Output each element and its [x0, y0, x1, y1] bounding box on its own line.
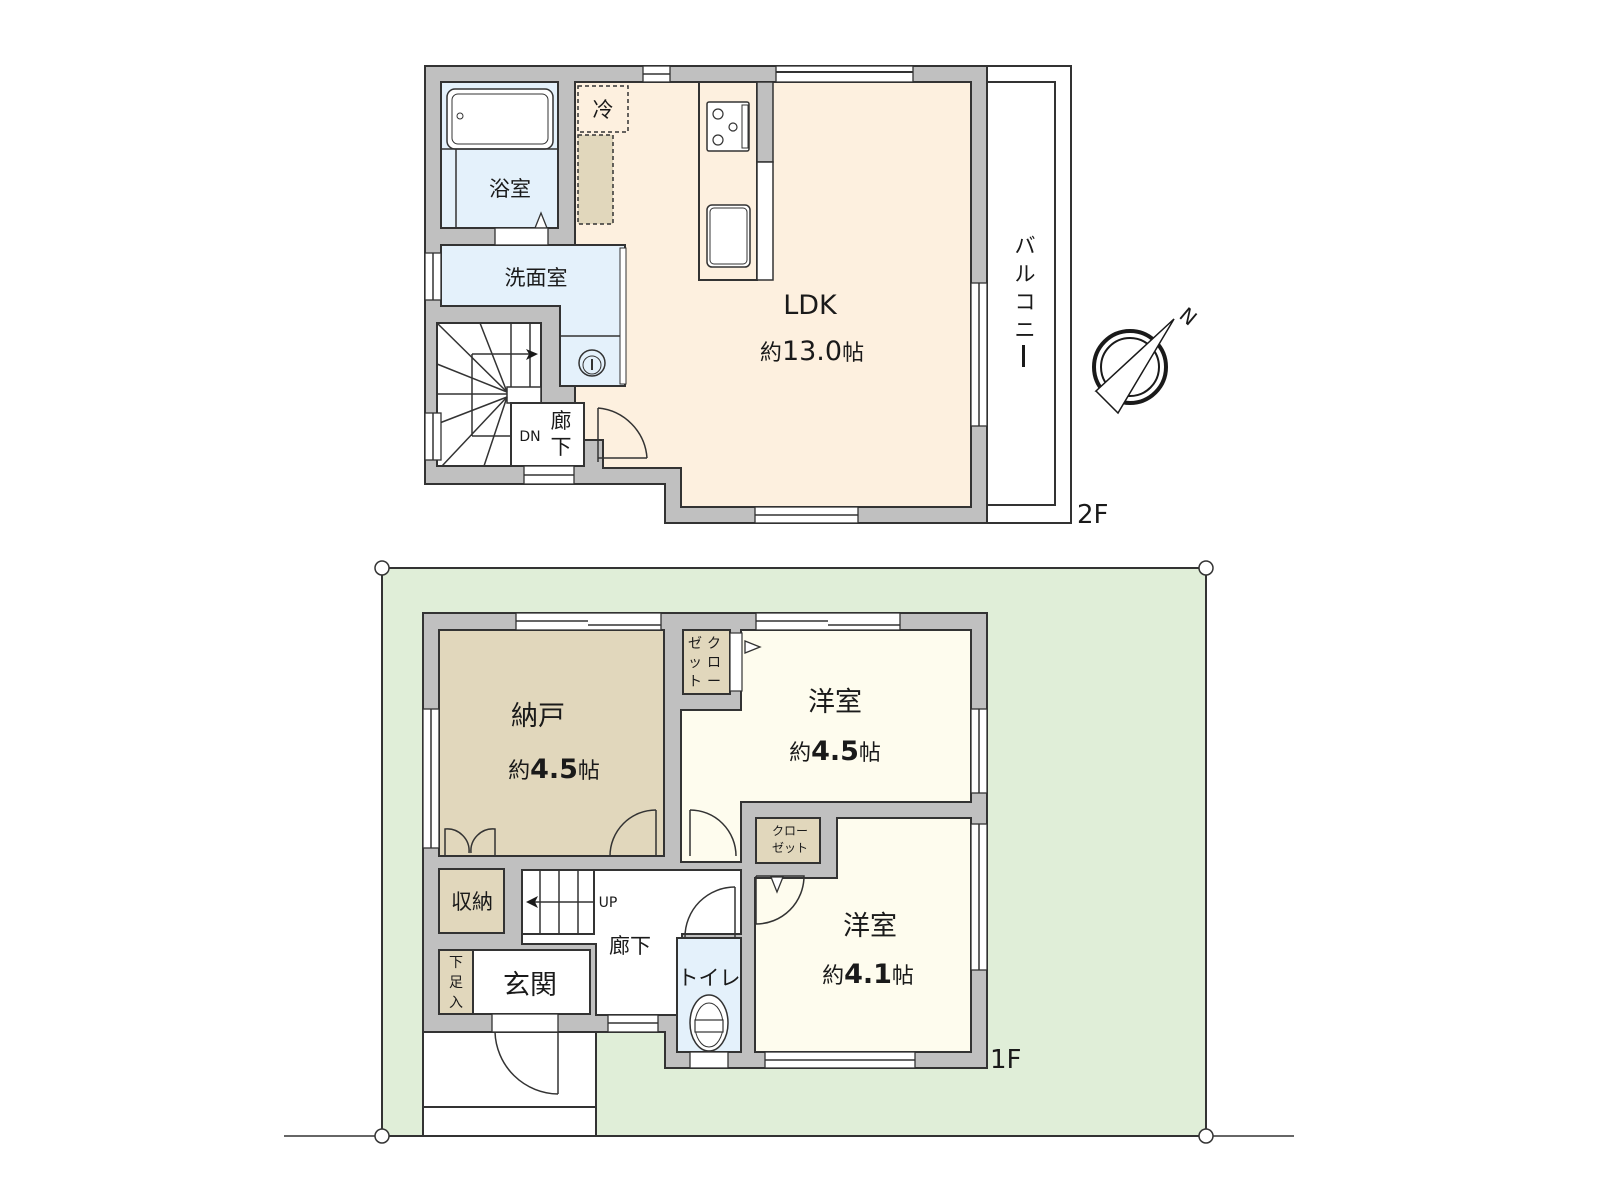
- door-marker-icon: [744, 640, 762, 654]
- sink-icon: [706, 204, 751, 268]
- floor-2f-label: 2F: [1077, 500, 1109, 530]
- front-door[interactable]: [491, 1013, 559, 1095]
- boundary-marker: [374, 560, 390, 576]
- western-room-1-area: 約4.5帖: [789, 736, 881, 767]
- hallway-2f: [510, 402, 585, 467]
- toilet-icon: [689, 994, 729, 1052]
- storeroom-label: 納戸: [511, 701, 565, 732]
- stairs-dn-label: DN: [519, 429, 540, 445]
- storage-room: [438, 868, 505, 934]
- balcony-label-1: バ: [1015, 234, 1036, 258]
- closet-1-label: ッ: [688, 655, 702, 671]
- western-room-2-area: 約4.1帖: [822, 959, 914, 990]
- compass-north-label: N: [1175, 302, 1202, 330]
- cupboard-space: [577, 134, 614, 225]
- stairs-1f[interactable]: [521, 869, 595, 935]
- floor-1f-label: 1F: [990, 1045, 1022, 1075]
- floor-1f: 納戸 約4.5帖 ゼ ッ ト ク ロ ー 洋室 約4.5帖 クロー ゼット 洋室…: [284, 560, 1294, 1144]
- washroom-room: [440, 244, 626, 387]
- bathroom-label: 浴室: [489, 177, 531, 201]
- kitchen-counter: [698, 81, 774, 281]
- balcony-label-3: コ: [1015, 290, 1036, 314]
- area-prefix: 約: [760, 341, 782, 366]
- balcony-label-5: [1022, 345, 1025, 367]
- balcony-label-4: ニ: [1015, 318, 1036, 342]
- ldk-area: 約13.0帖: [760, 336, 864, 367]
- western-room-2-label: 洋室: [843, 911, 897, 942]
- compass-icon: N: [1092, 302, 1202, 415]
- shoe-box-label: 足: [449, 975, 463, 991]
- closet-1-label: ロ: [707, 655, 721, 671]
- storeroom-room: [438, 629, 665, 857]
- western-room-2: [754, 817, 972, 1053]
- shoe-box-label: 下: [449, 955, 463, 971]
- toilet-door[interactable]: [684, 886, 736, 938]
- storage-door[interactable]: [444, 828, 496, 856]
- ldk-door[interactable]: [597, 407, 648, 462]
- arrow-right-icon: [526, 349, 538, 360]
- door-marker-icon: [770, 876, 784, 894]
- area-value: 13.0: [782, 336, 842, 367]
- porch: [422, 1027, 597, 1137]
- boundary-marker: [1198, 560, 1214, 576]
- storeroom-door[interactable]: [609, 809, 657, 857]
- washroom-door[interactable]: [494, 227, 549, 246]
- boundary-marker: [1198, 1128, 1214, 1144]
- fridge-space: [577, 85, 629, 133]
- balcony: バ ル コ ニ: [986, 65, 1072, 524]
- western-room-2-door[interactable]: [755, 875, 805, 925]
- closet-1-label: ク: [707, 636, 721, 652]
- toilet-label: トイレ: [678, 966, 741, 990]
- storeroom-area: 約4.5帖: [508, 754, 600, 785]
- stove-icon: [706, 101, 750, 152]
- hallway-2f-label-top: 廊: [551, 409, 572, 433]
- fridge-label: 冷: [593, 98, 614, 122]
- closet-1-label: ー: [707, 674, 721, 690]
- closet-1: [682, 629, 731, 695]
- sliding-door[interactable]: [619, 247, 627, 385]
- balcony-label-2: ル: [1015, 262, 1036, 286]
- hallway-2f-label-bottom: 下: [551, 435, 572, 459]
- western-room-1-label: 洋室: [808, 687, 862, 718]
- floor-2f: バ ル コ ニ: [424, 65, 1109, 530]
- closet-2: [755, 817, 821, 864]
- western-room-1-door[interactable]: [689, 809, 737, 857]
- closet-1-door[interactable]: [729, 632, 743, 692]
- ldk-label: LDK: [783, 290, 838, 321]
- closet-2-label-2: ゼット: [772, 841, 808, 855]
- stairs-up-label: UP: [599, 895, 618, 911]
- shoe-box-label: 入: [449, 995, 463, 1011]
- area-unit: 帖: [842, 341, 864, 366]
- windows-1f: [422, 612, 988, 1069]
- storage-label: 収納: [451, 890, 493, 914]
- washroom-label: 洗面室: [505, 266, 568, 290]
- arrow-left-icon: [526, 896, 538, 908]
- closet-1-label: ト: [688, 674, 702, 690]
- closet-1-label: ゼ: [688, 636, 702, 652]
- washbasin-icon: [578, 349, 606, 377]
- closet-2-label-1: クロー: [772, 824, 808, 838]
- windows-2f: [424, 65, 988, 524]
- entrance-label: 玄関: [503, 970, 557, 1001]
- hallway-1f-label: 廊下: [609, 934, 651, 958]
- boundary-marker: [374, 1128, 390, 1144]
- bathtub-icon: [446, 88, 554, 150]
